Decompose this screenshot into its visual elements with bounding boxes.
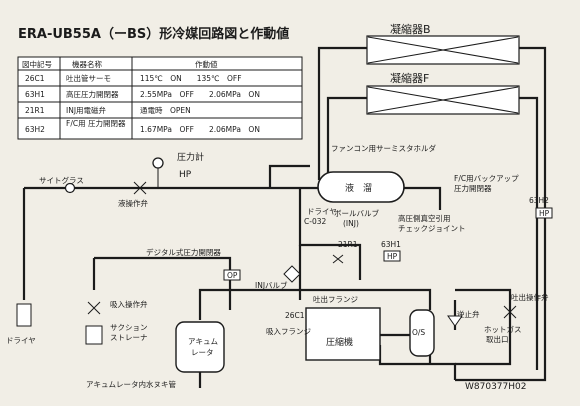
h63-1-label: 63H1 xyxy=(381,240,401,249)
check-valve xyxy=(447,315,463,327)
c26-label: 26C1 xyxy=(285,311,305,320)
table-cell-symbol: 26C1 xyxy=(25,74,45,83)
table-cell-symbol: 63H2 xyxy=(25,125,45,134)
suction-strainer xyxy=(85,325,103,345)
table-header-name: 機器名称 xyxy=(72,59,102,69)
pressure-gauge: 圧力計 HP xyxy=(152,151,204,188)
table-cell-value: 通電時 OPEN xyxy=(140,105,191,115)
table-header-symbol: 図中記号 xyxy=(22,59,52,69)
discharge-flange-label: 吐出フランジ xyxy=(313,294,358,304)
table-cell-value: 2.55MPa OFF 2.06MPa ON xyxy=(140,90,260,99)
pressure-gauge-label: 圧力計 xyxy=(177,151,204,163)
table-header-value: 作動値 xyxy=(195,59,218,69)
ball-valve-label: ボールバルブ xyxy=(334,208,379,218)
condenser-f-label: 凝縮器F xyxy=(390,71,429,85)
suction-flange-label: 吸入フランジ xyxy=(266,327,311,336)
op-switch-label: OP xyxy=(227,271,238,280)
op-switch xyxy=(223,269,241,281)
oil-separator: O/S xyxy=(409,309,435,357)
drier-code: C-032 xyxy=(304,217,326,226)
table-cell-name: INJ用電磁弁 xyxy=(66,105,107,115)
suction-valve-label: 吸入操作弁 xyxy=(110,299,148,309)
fc-backup-label: F/C用バックアップ xyxy=(454,174,519,183)
receiver-label: 液 溜 xyxy=(345,182,372,194)
table-cell-value: 1.67MPa OFF 2.06MPa ON xyxy=(140,125,260,134)
accumulator-drain-label: アキュムレータ内水ヌキ管 xyxy=(86,379,176,389)
table-cell-name: 高圧圧力開閉器 xyxy=(66,89,119,99)
hp-switch-63h2 xyxy=(535,207,553,219)
table-cell-symbol: 63H1 xyxy=(25,90,45,99)
hp-switch-63h1-label: HP xyxy=(387,252,398,261)
accumulator: アキュム レータ xyxy=(175,321,225,373)
accumulator-label-1: アキュム xyxy=(188,337,218,346)
check-valve-label: 逆止弁 xyxy=(457,309,480,319)
table-cell-name: F/C用 圧力開閉器 xyxy=(66,118,126,128)
table-cell-name: 吐出管サーモ xyxy=(66,73,111,83)
liquid-valve: 液操作弁 xyxy=(118,181,148,208)
receiver-tank: 液 溜 xyxy=(317,171,405,203)
liquid-valve-label: 液操作弁 xyxy=(118,198,148,208)
accumulator-label-2: レータ xyxy=(191,348,214,357)
inj-label: (INJ) xyxy=(343,219,359,228)
diagram-title: ERA-UB55A（ーBS）形冷媒回路図と作動値 xyxy=(18,26,289,42)
hot-gas-label-1: ホットガス xyxy=(484,324,522,334)
pressure-gauge-hp-label: HP xyxy=(179,170,192,180)
os-label: O/S xyxy=(412,328,425,337)
hp-switch-63h2-label: HP xyxy=(539,209,550,218)
condenser-b: 凝縮器B xyxy=(366,22,520,65)
hp-switch-63h1 xyxy=(383,250,401,262)
suction-strainer-label-1: サクション xyxy=(110,323,148,332)
digital-switch-label: デジタル式圧力開閉器 xyxy=(146,247,221,257)
condenser-b-label: 凝縮器B xyxy=(390,22,431,36)
high-side-label: 高圧側真空引用 xyxy=(398,213,451,223)
drier-label: ドライヤ xyxy=(307,207,337,216)
compressor: 圧縮機 xyxy=(305,307,381,361)
r21-label: 21R1 xyxy=(338,240,358,249)
hot-gas-label-2: 取出口 xyxy=(486,334,509,344)
check-joint-label: チェックジョイント xyxy=(398,224,466,233)
h63-2-label: 63H2 xyxy=(529,196,549,205)
operating-values-table: 図中記号 機器名称 作動値 26C1 吐出管サーモ 115℃ ON 135℃ O… xyxy=(17,56,303,140)
discharge-valve-label: 吐出操作弁 xyxy=(511,292,549,302)
drier-left xyxy=(16,303,32,327)
sight-glass-label: サイトグラス xyxy=(39,175,84,185)
suction-strainer-label-2: ストレーナ xyxy=(110,333,148,342)
sight-glass: サイトグラス xyxy=(39,175,84,194)
fan-thermistor-label: ファンコン用サーミスタホルダ xyxy=(331,143,436,153)
fc-backup-switch-label: 圧力開閉器 xyxy=(454,183,492,193)
inj-valve xyxy=(283,265,301,283)
inj-valve-label: INJバルブ xyxy=(255,280,288,290)
compressor-label: 圧縮機 xyxy=(326,336,353,348)
drawing-code: W870377H02 xyxy=(465,382,526,392)
drier-left-label: ドライヤ xyxy=(6,336,36,345)
table-cell-value: 115℃ ON 135℃ OFF xyxy=(140,74,242,83)
table-cell-symbol: 21R1 xyxy=(25,106,45,115)
condenser-f: 凝縮器F xyxy=(366,71,520,115)
